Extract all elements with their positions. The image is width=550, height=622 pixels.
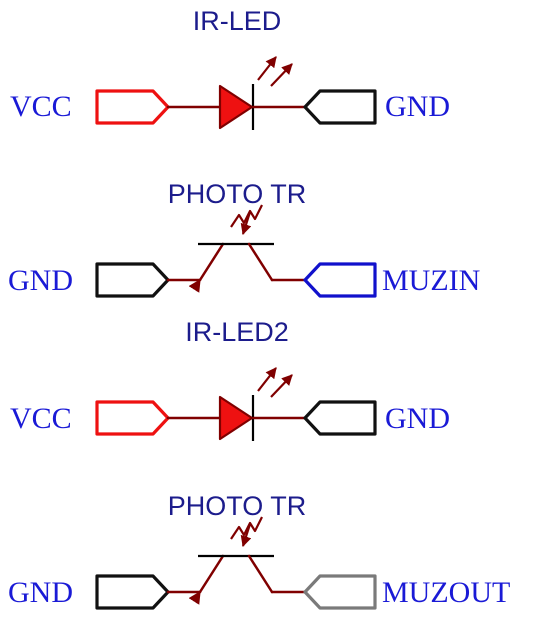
phototransistor-circuit: PHOTO TR GND MUZIN [8,179,480,298]
collector-lead [247,242,274,282]
emitter-lead [188,554,225,605]
light-zigzag-icon [230,516,263,540]
phototransistor-circuit: PHOTO TR GND MUZOUT [8,491,510,610]
vcc-port-label: VCC [10,402,72,435]
ir-led2-label: IR-LED2 [185,317,289,347]
phototransistor-label: PHOTO TR [168,491,307,521]
muzout-port-connector[interactable] [303,574,377,610]
ir-led-circuit: IR-LED VCC GND [10,6,450,130]
gnd-port-connector[interactable] [95,262,170,298]
gnd-port-connector[interactable] [303,89,377,125]
ir-led2-circuit: IR-LED2 VCC GND [10,317,450,441]
collector-lead [247,554,274,594]
vcc-port-label: VCC [10,90,72,123]
muzout-port-label: MUZOUT [382,576,510,609]
muzin-port-label: MUZIN [382,264,480,297]
emission-arrow-icon [257,367,277,392]
ir-led-diode-icon [218,84,254,130]
emission-arrow-icon [257,56,277,81]
gnd-port-label: GND [8,576,73,609]
ir-led-label: IR-LED [193,6,282,36]
ir-led-diode-icon [218,395,254,441]
vcc-port-connector[interactable] [95,400,170,436]
gnd-port-connector[interactable] [95,574,170,610]
emission-arrow-icon [270,374,293,398]
emission-arrow-icon [270,63,293,87]
muzin-port-connector[interactable] [303,262,377,298]
gnd-port-label: GND [385,402,450,435]
vcc-port-connector[interactable] [95,89,170,125]
phototransistor-label: PHOTO TR [168,179,307,209]
gnd-port-label: GND [385,90,450,123]
light-arrow-icon [240,523,252,548]
light-arrow-icon [240,211,252,236]
gnd-port-label: GND [8,264,73,297]
emitter-lead [188,242,225,293]
light-zigzag-icon [230,204,263,228]
gnd-port-connector[interactable] [303,400,377,436]
